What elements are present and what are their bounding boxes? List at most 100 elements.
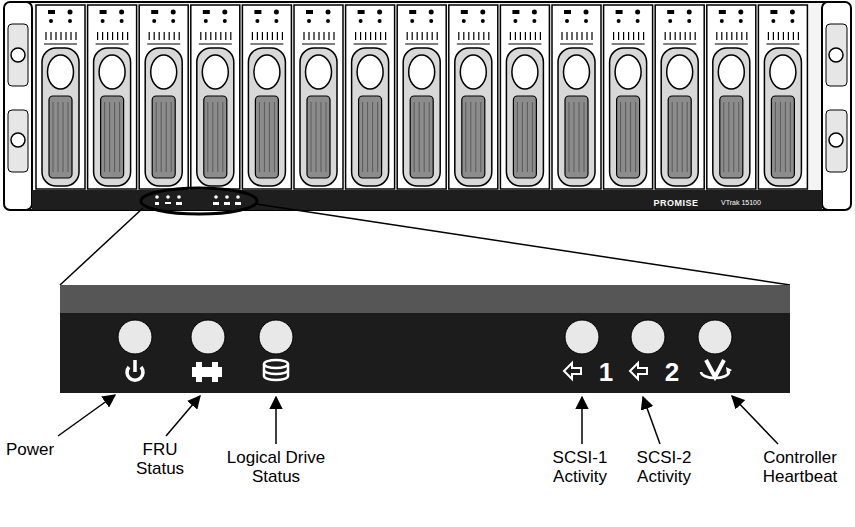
slot-line — [212, 102, 213, 172]
led — [259, 320, 293, 354]
slot-line — [161, 102, 162, 172]
wrench-icon — [192, 362, 222, 382]
carrier-led — [532, 10, 537, 15]
grip-line — [680, 32, 681, 40]
grip-line — [159, 32, 160, 40]
carrier-led — [720, 19, 724, 23]
grip-line — [618, 32, 619, 40]
callout-label: Logical Drive Status — [217, 448, 335, 486]
carrier-led — [120, 19, 124, 23]
grip-line — [685, 32, 686, 40]
grip-line — [215, 32, 216, 40]
carrier-led — [617, 19, 621, 23]
scsi-arrow-icon — [630, 363, 647, 379]
carrier-handle — [352, 48, 389, 186]
slot-line — [311, 102, 312, 172]
slot-line — [316, 102, 317, 172]
grip-line — [793, 32, 794, 40]
grip-line — [169, 32, 170, 40]
grip-line — [250, 43, 283, 44]
grip-line — [267, 32, 268, 40]
handle-slot — [49, 96, 72, 178]
grip-line — [205, 32, 206, 40]
leader-arrow — [166, 396, 200, 436]
carrier-led — [532, 19, 536, 23]
grip-line — [117, 32, 118, 40]
slot-line — [682, 102, 683, 172]
zoom-ring — [141, 188, 257, 214]
handle-hole — [409, 55, 435, 89]
carrier-led — [565, 19, 569, 23]
carrier-led — [409, 10, 416, 14]
grip-line — [581, 32, 582, 40]
grip-line — [638, 32, 639, 40]
carrier-handle — [300, 48, 337, 186]
slot-line — [625, 102, 626, 172]
grip-line — [768, 32, 769, 40]
slot-line — [579, 102, 580, 172]
carrier-led — [512, 10, 519, 14]
grip-line — [252, 32, 253, 40]
grip-line — [179, 32, 180, 40]
thumb-screw — [11, 48, 25, 62]
grip-line — [333, 32, 334, 40]
grip-line — [525, 32, 526, 40]
slot-line — [527, 102, 528, 172]
grip-line — [385, 32, 386, 40]
slot-line — [480, 102, 481, 172]
grip-line — [473, 32, 474, 40]
slot-line — [790, 102, 791, 172]
grip-line — [210, 32, 211, 40]
carrier-led — [377, 10, 382, 15]
grip-line — [50, 32, 51, 40]
drive-carrier — [88, 5, 137, 189]
grip-line — [412, 32, 413, 40]
slot-line — [532, 102, 533, 172]
handle-hole — [202, 55, 228, 89]
slot-line — [424, 102, 425, 172]
carrier-led — [668, 19, 672, 23]
heartbeat-icon — [701, 360, 732, 378]
drive-carrier — [552, 5, 601, 189]
handle-slot — [565, 96, 588, 178]
handle-slot — [513, 96, 536, 178]
slot-line — [475, 102, 476, 172]
slot-line — [738, 102, 739, 172]
led — [191, 320, 225, 354]
slot-line — [672, 102, 673, 172]
grip-line — [571, 32, 572, 40]
grip-line — [70, 32, 71, 40]
slot-line — [780, 102, 781, 172]
grip-line — [458, 32, 459, 40]
grip-line — [695, 32, 696, 40]
grip-line — [478, 32, 479, 40]
carrier-handle — [145, 48, 182, 186]
carrier-led — [171, 19, 175, 23]
carrier-led — [151, 10, 158, 14]
carrier-led — [461, 10, 468, 14]
handle-hole — [667, 55, 693, 89]
slot-line — [687, 102, 688, 172]
grip-line — [127, 32, 128, 40]
grip-line — [55, 32, 56, 40]
carrier-led — [480, 10, 485, 15]
drive-carrier — [707, 5, 756, 189]
slot-line — [367, 102, 368, 172]
grip-line — [508, 43, 541, 44]
grip-line — [612, 43, 645, 44]
grip-line — [663, 43, 696, 44]
carrier-led — [49, 19, 53, 23]
grip-line — [354, 43, 387, 44]
grip-line — [149, 32, 150, 40]
power-icon — [127, 360, 143, 380]
handle-hole — [460, 55, 486, 89]
handle-slot — [152, 96, 175, 178]
slot-line — [104, 102, 105, 172]
drive-carrier — [139, 5, 188, 189]
grip-line — [375, 32, 376, 40]
logical-drive-icon — [264, 360, 288, 380]
carrier-led — [254, 10, 261, 14]
grip-line — [746, 32, 747, 40]
drive-carrier — [294, 5, 343, 189]
